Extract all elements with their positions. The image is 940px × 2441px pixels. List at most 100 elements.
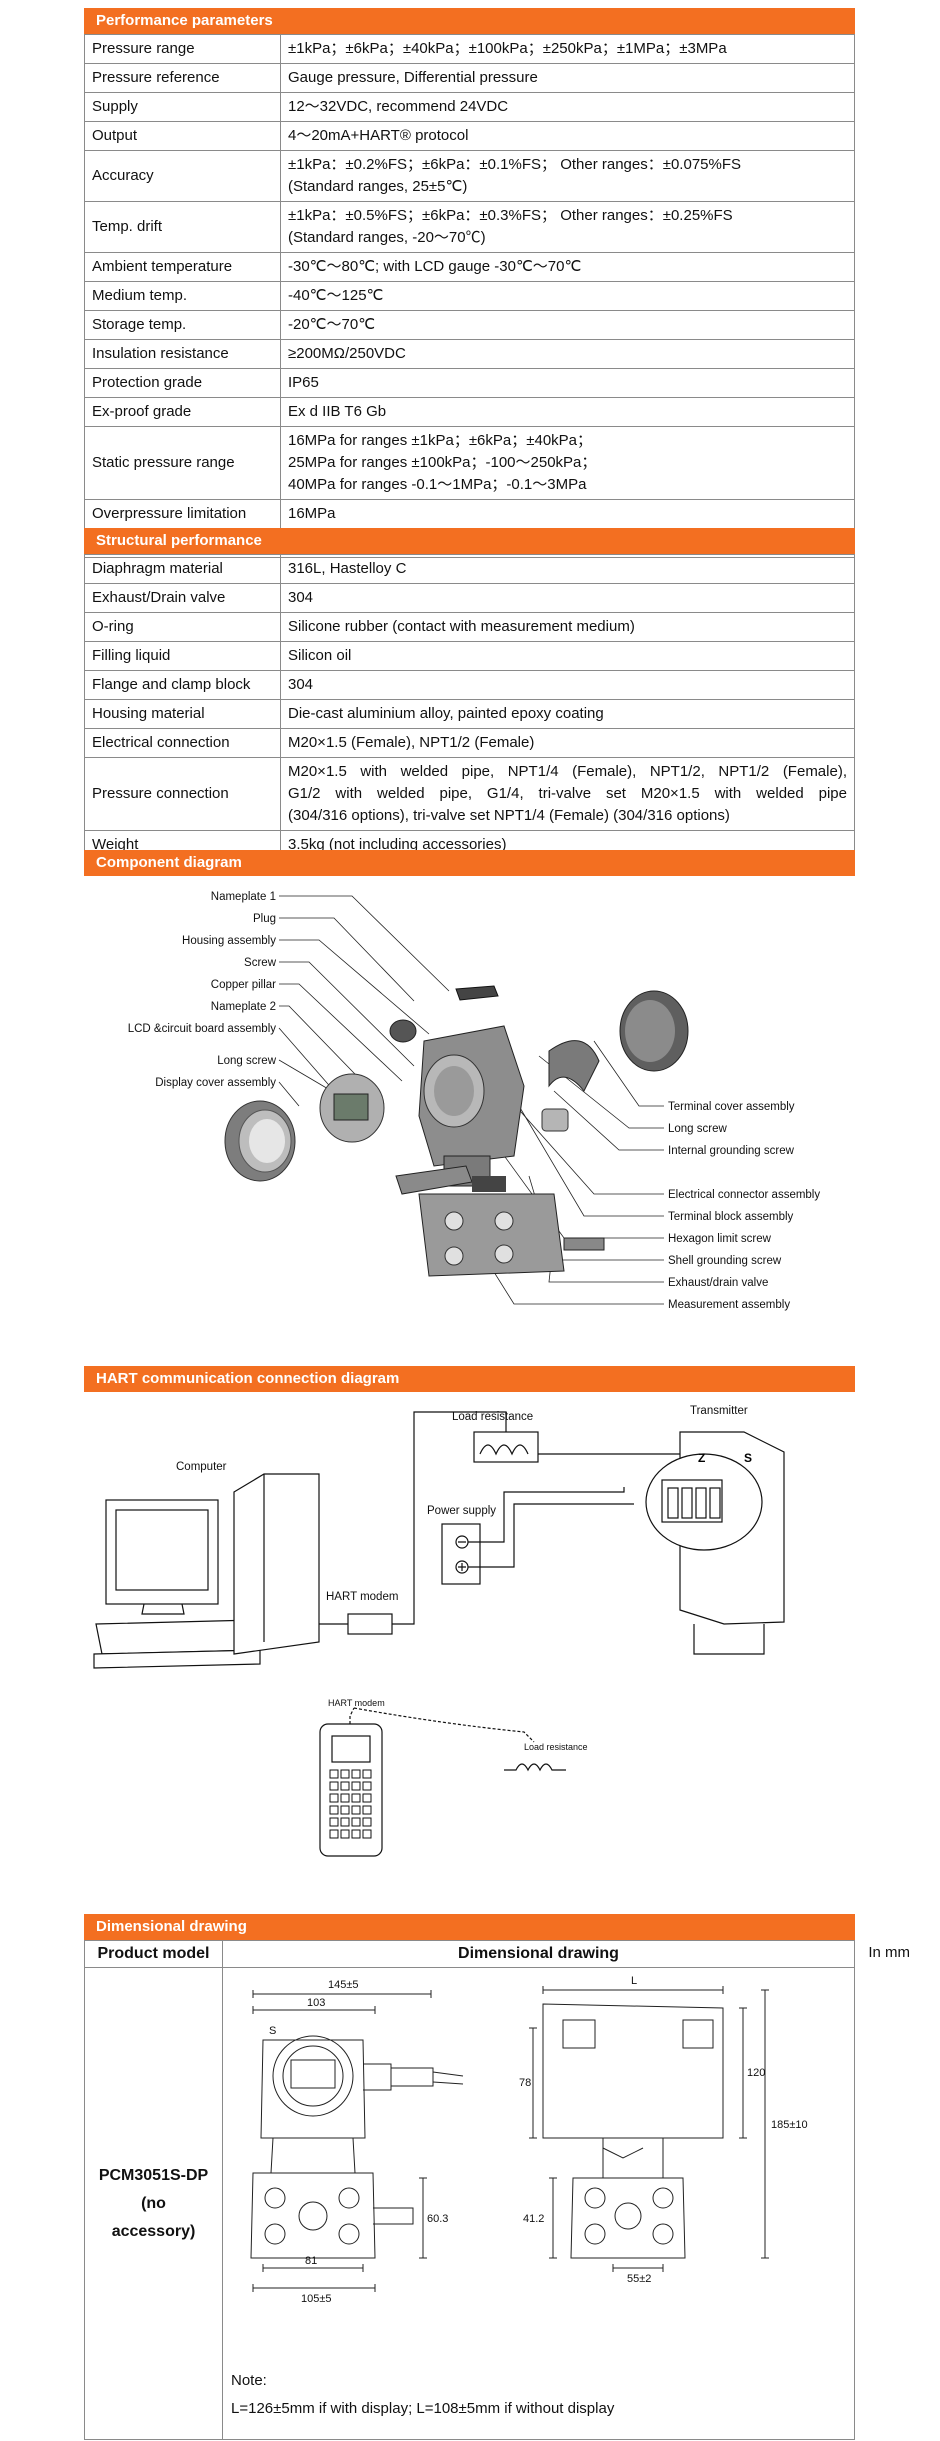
spec-value-line: M20×1.5 with welded pipe, NPT1/4 (Female… [288, 763, 847, 780]
spec-value: -20℃～70℃ [280, 310, 855, 340]
power-supply-icon [441, 1487, 634, 1585]
monitor-icon [93, 1499, 261, 1669]
lcd-board-icon [319, 1073, 385, 1143]
spec-value: M20×1.5 (Female), NPT1/2 (Female) [280, 728, 855, 758]
spec-value: Silicon oil [280, 641, 855, 671]
keypad-key [362, 1769, 372, 1779]
component-callout-right: Long screw [668, 1123, 728, 1135]
spec-value-line: 3.5kg (not including accessories) [288, 836, 507, 853]
spec-value-line: (Standard ranges, 25±5℃) [288, 178, 468, 195]
structural-section-header: Structural performance [84, 528, 855, 554]
dimensional-section-header: Dimensional drawing [84, 1914, 855, 1940]
dim-side-l-label: L [631, 1975, 637, 1987]
keypad-key [362, 1817, 372, 1827]
power-supply-label: Power supply [427, 1505, 496, 1517]
spec-row: Accuracy±1kPa：±0.2%FS；±6kPa：±0.1%FS； Oth… [84, 150, 855, 202]
component-callout-right: Measurement assembly [668, 1299, 790, 1311]
spec-label: Supply [84, 92, 281, 122]
component-callout-right: Terminal block assembly [668, 1211, 794, 1223]
model-line: accessory) [111, 2222, 196, 2240]
spec-label: Flange and clamp block [84, 670, 281, 700]
keypad-key [351, 1769, 361, 1779]
spec-value-line: IP65 [288, 374, 319, 391]
spec-value-line: ±1kPa：±0.5%FS；±6kPa：±0.3%FS； Other range… [288, 207, 733, 224]
spec-value: ≥200MΩ/250VDC [280, 339, 855, 369]
spec-label: Storage temp. [84, 310, 281, 340]
spec-value-line: 304 [288, 589, 314, 606]
terminal-block-icon [548, 1040, 600, 1092]
product-model-header: Product model [84, 1940, 223, 1968]
hart-section-header: HART communication connection diagram [84, 1366, 855, 1392]
spec-value: Gauge pressure, Differential pressure [280, 63, 855, 93]
component-callout-right: Hexagon limit screw [668, 1233, 772, 1245]
spec-value-line: Silicone rubber (contact with measuremen… [288, 618, 635, 635]
spec-label: Pressure reference [84, 63, 281, 93]
spec-value-line: G1/2 with welded pipe, G1/4, tri-valve s… [288, 785, 847, 802]
component-callout-left: Nameplate 2 [211, 1001, 276, 1013]
keypad-key [340, 1793, 350, 1803]
component-section-header: Component diagram [84, 850, 855, 876]
spec-value: ±1kPa：±0.2%FS；±6kPa：±0.1%FS； Other range… [280, 150, 855, 202]
spec-value-line: 16MPa for ranges ±1kPa；±6kPa；±40kPa； [288, 432, 593, 449]
spec-value-line: (Standard ranges, -20～70℃) [288, 229, 486, 246]
spec-value: ±1kPa：±0.5%FS；±6kPa：±0.3%FS； Other range… [280, 201, 855, 253]
spec-value-line: 316L, Hastelloy C [288, 560, 407, 577]
spec-value: 304 [280, 670, 855, 700]
spec-row: Flange and clamp block 304 [84, 670, 855, 700]
component-callout-right: Shell grounding screw [668, 1255, 782, 1267]
note-label: Note: [231, 2372, 267, 2389]
load-resistor-icon [473, 1431, 707, 1480]
keypad-key [340, 1817, 350, 1827]
model-line: (no [141, 2194, 166, 2212]
component-callout-left: Housing assembly [182, 935, 276, 947]
spec-label: Output [84, 121, 281, 151]
spec-label: Medium temp. [84, 281, 281, 311]
display-cover-icon [224, 1100, 296, 1182]
modem-box-icon [319, 1411, 507, 1635]
spec-row: Storage temp. -20℃～70℃ [84, 310, 855, 340]
spec-value-line: 25MPa for ranges ±100kPa；-100～250kPa； [288, 454, 597, 471]
spec-value-line: 304 [288, 676, 314, 693]
handheld-communicator-icon [319, 1707, 535, 1857]
pc-tower-icon [233, 1473, 320, 1655]
spec-value-line: 40MPa for ranges -0.1～1MPa；-0.1～3MPa [288, 476, 587, 493]
side-view-drawing [529, 1986, 769, 2272]
component-callout-right: Electrical connector assembly [668, 1189, 820, 1201]
spec-value-line: -20℃～70℃ [288, 316, 376, 333]
dimensional-table: Product model Dimensional drawing PCM305… [84, 1940, 855, 2440]
dim-front-height-label: 60.3 [427, 2213, 448, 2225]
spec-row: Pressure range±1kPa；±6kPa；±40kPa；±100kPa… [84, 34, 855, 64]
component-callout-right: Terminal cover assembly [668, 1101, 795, 1113]
spec-value-line: 12～32VDC, recommend 24VDC [288, 98, 509, 115]
spec-label: Pressure range [84, 34, 281, 64]
keypad-key [351, 1829, 361, 1839]
spec-row: Temp. drift±1kPa：±0.5%FS；±6kPa：±0.3%FS； … [84, 201, 855, 253]
unit-label: In mm [868, 1944, 910, 1961]
spec-value: 12～32VDC, recommend 24VDC [280, 92, 855, 122]
spec-row: Ambient temperature-30℃～80℃; with LCD ga… [84, 252, 855, 282]
spec-label: Insulation resistance [84, 339, 281, 369]
component-callout-left: LCD &circuit board assembly [128, 1023, 277, 1035]
load-resistance-label: Load resistance [452, 1411, 533, 1423]
spec-row: Medium temp.-40℃～125℃ [84, 281, 855, 311]
keypad-key [362, 1805, 372, 1815]
spec-value-line: Silicon oil [288, 647, 352, 664]
hart-diagram: Computer HART modem Load resistance Powe… [84, 1392, 855, 1912]
keypad-key [329, 1781, 339, 1791]
transmitter-icon [645, 1431, 785, 1655]
spec-value: M20×1.5 with welded pipe, NPT1/4 (Female… [280, 757, 855, 831]
model-line: PCM3051S-DP [98, 2166, 209, 2184]
spec-value-line: -30℃～80℃; with LCD gauge -30℃～70℃ [288, 258, 582, 275]
keypad-key [340, 1829, 350, 1839]
spec-value-line: ±1kPa：±0.2%FS；±6kPa：±0.1%FS； Other range… [288, 156, 742, 173]
spec-label: Electrical connection [84, 728, 281, 758]
hart-modem-label: HART modem [326, 1591, 398, 1603]
component-callout-left: Display cover assembly [155, 1077, 276, 1089]
